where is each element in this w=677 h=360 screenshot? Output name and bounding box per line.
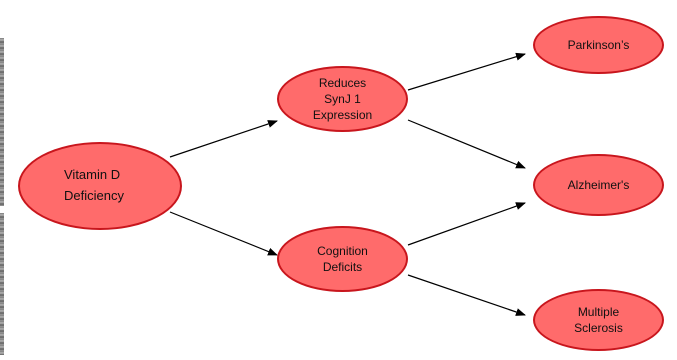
edge-synj1-to-alzheimers: [407, 119, 526, 169]
node-label: Alzheimer's: [567, 177, 630, 192]
node-multiple-sclerosis: Multiple Sclerosis: [533, 289, 664, 351]
edge-synj1-to-parkinsons: [407, 52, 526, 91]
node-label: Reduces SynJ 1 Expression: [312, 75, 373, 123]
node-label: Vitamin D Deficiency: [64, 167, 124, 203]
edge-cognition-to-alzheimers: [407, 202, 526, 246]
photo-edge-strip: [0, 213, 4, 355]
node-cognition-deficits: Cognition Deficits: [277, 226, 408, 292]
node-vitamin-d-deficiency: Vitamin D Deficiency: [18, 142, 182, 230]
node-label: Multiple Sclerosis: [574, 304, 623, 335]
node-parkinsons: Parkinson’s: [533, 16, 664, 74]
node-label: Cognition Deficits: [317, 243, 368, 274]
node-alzheimers: Alzheimer's: [533, 154, 664, 216]
edge-cognition-to-ms: [407, 274, 526, 316]
edge-vitamin-to-synj1: [169, 120, 278, 158]
node-label: Parkinson’s: [567, 37, 630, 52]
edge-vitamin-to-cognition: [169, 211, 278, 256]
node-reduces-synj1-expression: Reduces SynJ 1 Expression: [277, 66, 408, 132]
photo-edge-strip: [0, 38, 4, 206]
